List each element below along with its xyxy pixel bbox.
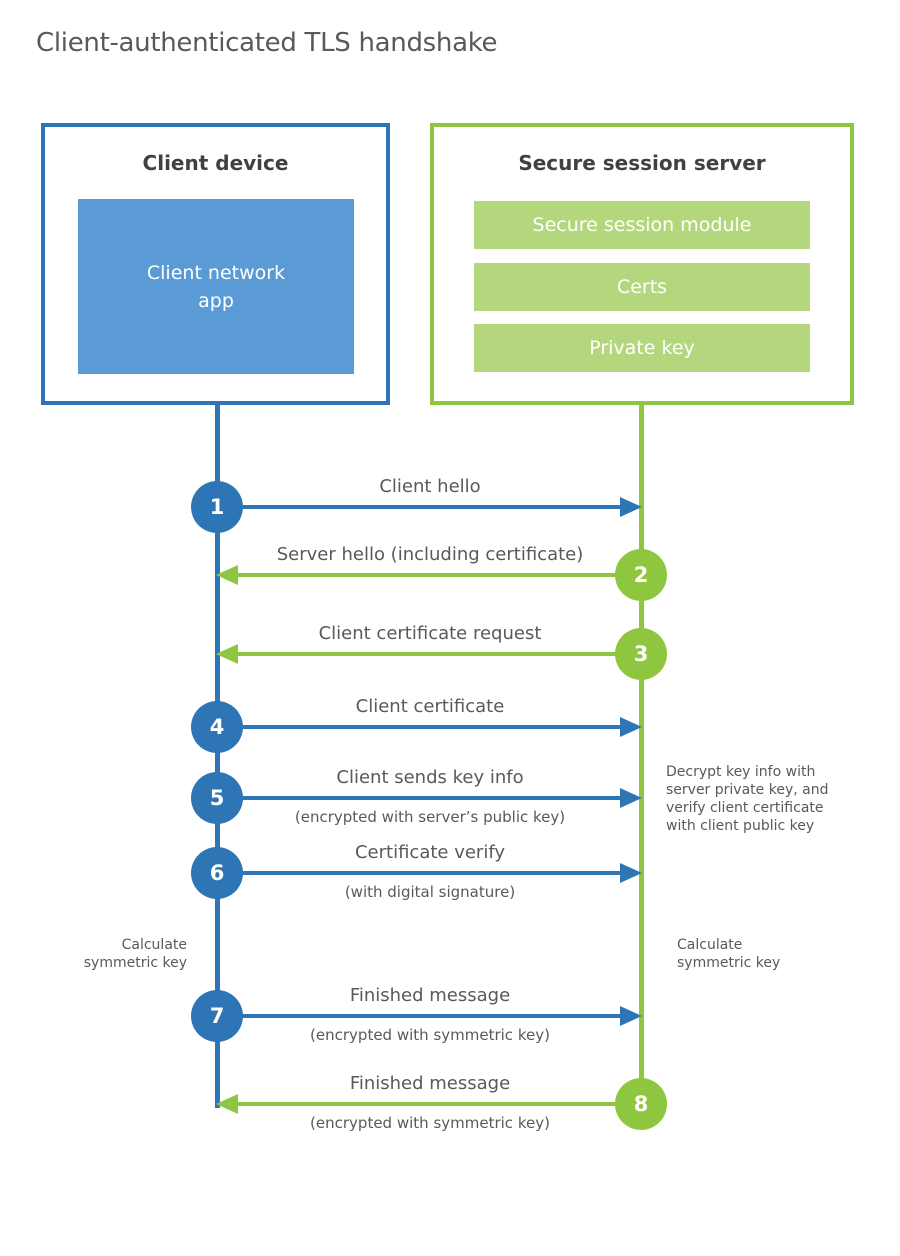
server-lifeline bbox=[639, 405, 644, 1080]
server-module-certs: Certs bbox=[474, 263, 810, 311]
server-module-secure-session: Secure session module bbox=[474, 201, 810, 249]
message-label: Client sends key info bbox=[336, 767, 524, 788]
arrow-left-icon bbox=[216, 565, 238, 585]
arrow-shaft bbox=[242, 725, 620, 729]
client-device-heading: Client device bbox=[142, 151, 289, 175]
message-label: Finished message bbox=[349, 985, 511, 1006]
page-title: Client-authenticated TLS handshake bbox=[36, 28, 498, 58]
arrow-shaft bbox=[236, 573, 616, 577]
client-network-app-box: Client network app bbox=[78, 199, 354, 374]
client-lifeline bbox=[215, 405, 220, 1108]
calculate-symmetric-key-client-note: Calculate symmetric key bbox=[83, 937, 187, 971]
arrow-shaft bbox=[242, 796, 620, 800]
step-number-badge: 5 bbox=[191, 772, 243, 824]
server-module-private-key: Private key bbox=[474, 324, 810, 372]
message-sublabel: (encrypted with symmetric key) bbox=[310, 1114, 550, 1132]
message-label: Client certificate request bbox=[318, 623, 542, 644]
message-label: Server hello (including certificate) bbox=[276, 544, 584, 565]
step-number-badge: 6 bbox=[191, 847, 243, 899]
step-number-badge: 2 bbox=[615, 549, 667, 601]
arrow-shaft bbox=[236, 652, 616, 656]
message-sublabel: (encrypted with server’s public key) bbox=[294, 808, 566, 826]
arrow-right-icon bbox=[620, 497, 642, 517]
step-number-badge: 7 bbox=[191, 990, 243, 1042]
server-heading: Secure session server bbox=[518, 151, 766, 175]
message-label: Client certificate bbox=[355, 696, 505, 717]
calculate-symmetric-key-server-note: Calculate symmetric key bbox=[677, 937, 781, 971]
arrow-right-icon bbox=[620, 863, 642, 883]
decrypt-key-note: Decrypt key info with server private key… bbox=[666, 764, 829, 834]
message-label: Finished message bbox=[349, 1073, 511, 1094]
step-number-badge: 4 bbox=[191, 701, 243, 753]
secure-session-server-box: Secure session server Secure session mod… bbox=[430, 123, 854, 405]
step-number-badge: 8 bbox=[615, 1078, 667, 1130]
arrow-right-icon bbox=[620, 788, 642, 808]
message-sublabel: (encrypted with symmetric key) bbox=[310, 1026, 550, 1044]
arrow-shaft bbox=[242, 1014, 620, 1018]
arrow-shaft bbox=[242, 871, 620, 875]
message-sublabel: (with digital signature) bbox=[344, 883, 516, 901]
step-number-badge: 1 bbox=[191, 481, 243, 533]
arrow-shaft bbox=[242, 505, 620, 509]
message-label: Client hello bbox=[379, 476, 481, 497]
step-number-badge: 3 bbox=[615, 628, 667, 680]
arrow-left-icon bbox=[216, 1094, 238, 1114]
arrow-right-icon bbox=[620, 717, 642, 737]
arrow-shaft bbox=[236, 1102, 616, 1106]
arrow-right-icon bbox=[620, 1006, 642, 1026]
message-label: Certificate verify bbox=[354, 842, 506, 863]
client-device-box: Client device Client network app bbox=[41, 123, 390, 405]
arrow-left-icon bbox=[216, 644, 238, 664]
